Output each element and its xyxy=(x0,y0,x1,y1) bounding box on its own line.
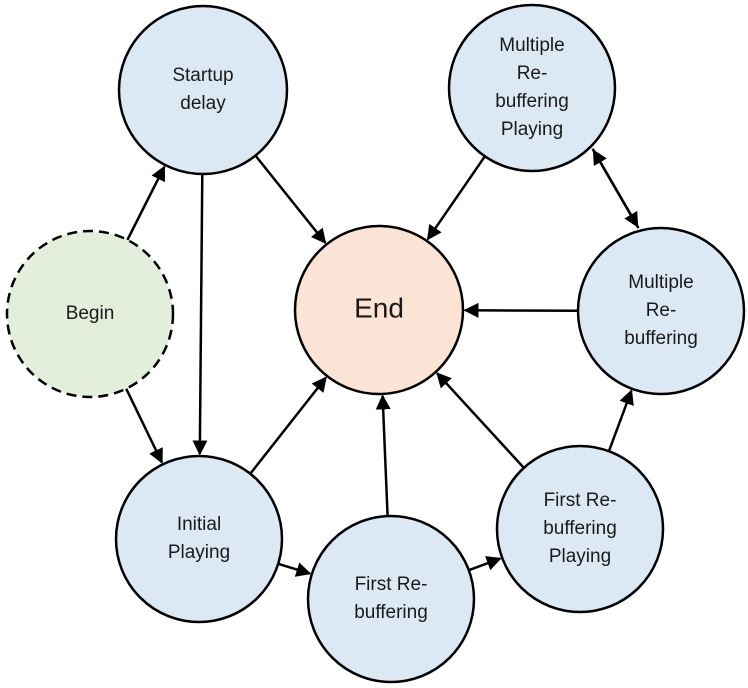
edge-first-rebuffering-to-first-rebuffering-playing xyxy=(468,556,502,572)
node-first-rebuffering: First Re-buffering xyxy=(306,514,476,684)
node-circle-first-rebuffering xyxy=(306,514,476,684)
edge-first-rebuffering-playing-to-end xyxy=(436,372,525,469)
node-label-end: End xyxy=(354,292,404,323)
node-label-initial-playing: Playing xyxy=(168,542,230,563)
node-circle-first-rebuffering-playing xyxy=(495,444,665,614)
node-begin: Begin xyxy=(5,229,175,399)
node-end: End xyxy=(293,224,465,396)
edge-first-rebuffering-to-end xyxy=(375,394,391,517)
node-startup-delay: Startup delay xyxy=(117,4,289,176)
node-label-multiple-rebuffering-playing: Multiple xyxy=(499,35,564,56)
node-label-startup-delay: delay xyxy=(180,93,226,114)
node-label-multiple-rebuffering: Re- xyxy=(646,300,677,321)
node-label-first-rebuffering: buffering xyxy=(354,602,428,623)
edge-begin-to-initial-playing xyxy=(125,388,164,464)
node-label-first-rebuffering-playing: First Re- xyxy=(544,490,617,511)
node-circle-startup-delay xyxy=(117,4,289,176)
edge-initial-playing-to-first-rebuffering xyxy=(277,562,312,577)
edge-begin-to-startup-delay xyxy=(126,165,166,241)
node-label-multiple-rebuffering-playing: Re- xyxy=(517,63,548,84)
node-circle-multiple-rebuffering-playing xyxy=(447,3,617,173)
node-circle-initial-playing xyxy=(114,454,284,624)
node-circle-end xyxy=(293,224,465,396)
edge-initial-playing-to-end xyxy=(249,376,327,475)
edge-startup-delay-to-end xyxy=(254,154,327,244)
edge-first-rebuffering-playing-to-multiple-rebuffering xyxy=(607,389,634,452)
edge-multiple-rebuffering-playing-to-multiple-rebuffering xyxy=(591,148,639,228)
edge-startup-delay-to-initial-playing xyxy=(192,173,208,456)
node-label-begin: Begin xyxy=(66,303,115,324)
node-label-first-rebuffering: First Re- xyxy=(355,574,428,595)
node-label-multiple-rebuffering: buffering xyxy=(624,328,698,349)
node-label-first-rebuffering-playing: buffering xyxy=(543,518,617,539)
node-label-first-rebuffering-playing: Playing xyxy=(549,546,611,567)
node-circle-begin xyxy=(5,229,175,399)
node-label-initial-playing: Initial xyxy=(177,514,221,535)
node-label-multiple-rebuffering-playing: buffering xyxy=(495,91,569,112)
node-circle-multiple-rebuffering xyxy=(576,226,746,396)
node-label-startup-delay: Startup xyxy=(172,65,233,86)
node-label-multiple-rebuffering: Multiple xyxy=(628,272,693,293)
node-label-multiple-rebuffering-playing: Playing xyxy=(501,119,563,140)
edge-multiple-rebuffering-playing-to-end xyxy=(426,155,486,241)
edges-layer xyxy=(125,148,640,577)
